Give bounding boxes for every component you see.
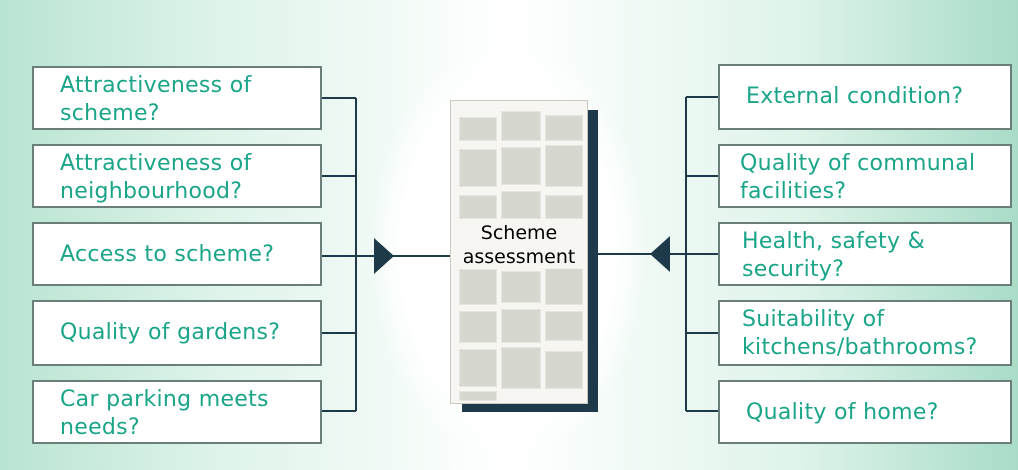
question-line-2: scheme? <box>60 101 160 126</box>
question-box-health-safety-security: Health, safety & security? <box>718 222 1012 286</box>
question-line-1: Attractiveness of <box>60 73 252 98</box>
question-line-1: Health, safety & <box>742 229 926 254</box>
question-line-1: External condition? <box>746 84 964 109</box>
question-box-quality-of-home: Quality of home? <box>718 380 1012 444</box>
question-line-2: kitchens/bathrooms? <box>742 335 978 360</box>
question-box-access-to-scheme: Access to scheme? <box>32 222 322 286</box>
question-line-1: Car parking meets <box>60 387 269 412</box>
question-box-communal-facilities: Quality of communal facilities? <box>718 144 1012 208</box>
question-line-1: Suitability of <box>742 307 885 332</box>
question-box-car-parking: Car parking meets needs? <box>32 380 322 444</box>
question-line-1: Attractiveness of <box>60 151 252 176</box>
question-line-1: Access to scheme? <box>60 242 275 267</box>
question-line-2: neighbourhood? <box>60 179 243 204</box>
question-line-2: security? <box>742 257 845 282</box>
question-box-attractiveness-of-scheme: Attractiveness of scheme? <box>32 66 322 130</box>
question-box-external-condition: External condition? <box>718 64 1012 130</box>
question-line-2: needs? <box>60 415 140 440</box>
center-label: Scheme assessment <box>452 221 586 269</box>
question-line-1: Quality of home? <box>746 400 939 425</box>
question-box-kitchens-bathrooms: Suitability of kitchens/bathrooms? <box>718 300 1012 366</box>
question-box-quality-of-gardens: Quality of gardens? <box>32 300 322 366</box>
right-arrowhead <box>650 236 670 272</box>
question-line-1: Quality of communal <box>740 151 976 176</box>
question-line-1: Quality of gardens? <box>60 320 281 345</box>
left-arrowhead <box>374 238 394 274</box>
question-line-2: facilities? <box>740 179 847 204</box>
question-box-attractiveness-of-neighbourhood: Attractiveness of neighbourhood? <box>32 144 322 208</box>
